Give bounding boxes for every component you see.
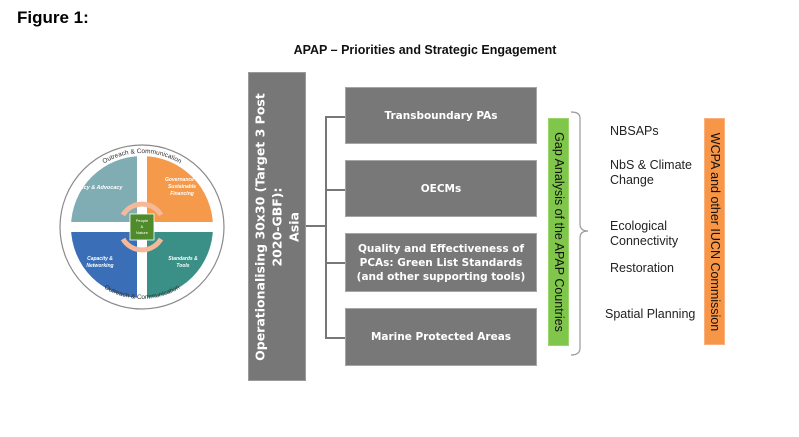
main-pillar-line-2: Asia [286,211,302,242]
connector-trunk [325,116,327,338]
cycle-arrow-bottom [120,237,164,253]
figure-label: Figure 1: [17,8,89,27]
quadrant-label-governance-2: Sustainable [168,184,196,190]
engagement-nbs-climate: NbS & Climate Change [610,158,692,187]
connector-branch-1 [325,116,345,118]
priority-marine-protected-areas: Marine Protected Areas [345,308,537,366]
commission-bar: WCPA and other IUCN Commission [704,118,725,345]
connector-branch-2 [325,189,345,191]
quadrant-label-capacity-1: Capacity & [87,256,113,262]
center-label-2: & [141,224,144,229]
engagement-spatial-planning: Spatial Planning [605,307,696,321]
engagement-nbsaps: NBSAPs [610,124,659,138]
priority-quality-effectiveness-pcas: Quality and Effectiveness of PCAs: Green… [345,233,537,292]
gap-analysis-bar: Gap Analysis of the APAP Countries [548,118,569,346]
gap-analysis-label: Gap Analysis of the APAP Countries [551,132,566,332]
connector-pillar [306,225,326,227]
commission-label: WCPA and other IUCN Commission [707,132,722,331]
curly-bracket-icon [570,111,589,356]
engagement-restoration: Restoration [610,261,674,275]
center-people-nature [129,213,155,241]
diagram-title: APAP – Priorities and Strategic Engageme… [293,43,557,57]
quadrant-label-standards-1: Standards & [168,256,198,262]
quadrant-label-standards-2: Tools [176,263,189,269]
apap-wheel: People & Nature Policy & Advocacy Govern… [59,144,225,310]
main-pillar-line-1: Operationalising 30x30 (Target 3 Post 20… [252,92,285,361]
center-label-3: Nature [136,230,149,235]
connector-branch-4 [325,337,345,339]
cycle-arrow-top [120,201,164,217]
main-pillar-label: Operationalising 30x30 (Target 3 Post 20… [252,77,303,377]
quadrant-label-governance-3: Financing [170,191,194,197]
priority-oecms: OECMs [345,160,537,217]
engagement-ecological-connectivity: Ecological Connectivity [610,219,679,248]
quadrant-label-governance-1: Governance & [165,177,199,183]
quadrant-label-policy: Policy & Advocacy [73,185,123,191]
center-label-1: People [136,218,149,223]
priority-transboundary-pas: Transboundary PAs [345,87,537,144]
main-pillar-30x30: Operationalising 30x30 (Target 3 Post 20… [248,72,306,381]
quadrant-label-capacity-2: Networking [86,263,113,269]
connector-branch-3 [325,262,345,264]
